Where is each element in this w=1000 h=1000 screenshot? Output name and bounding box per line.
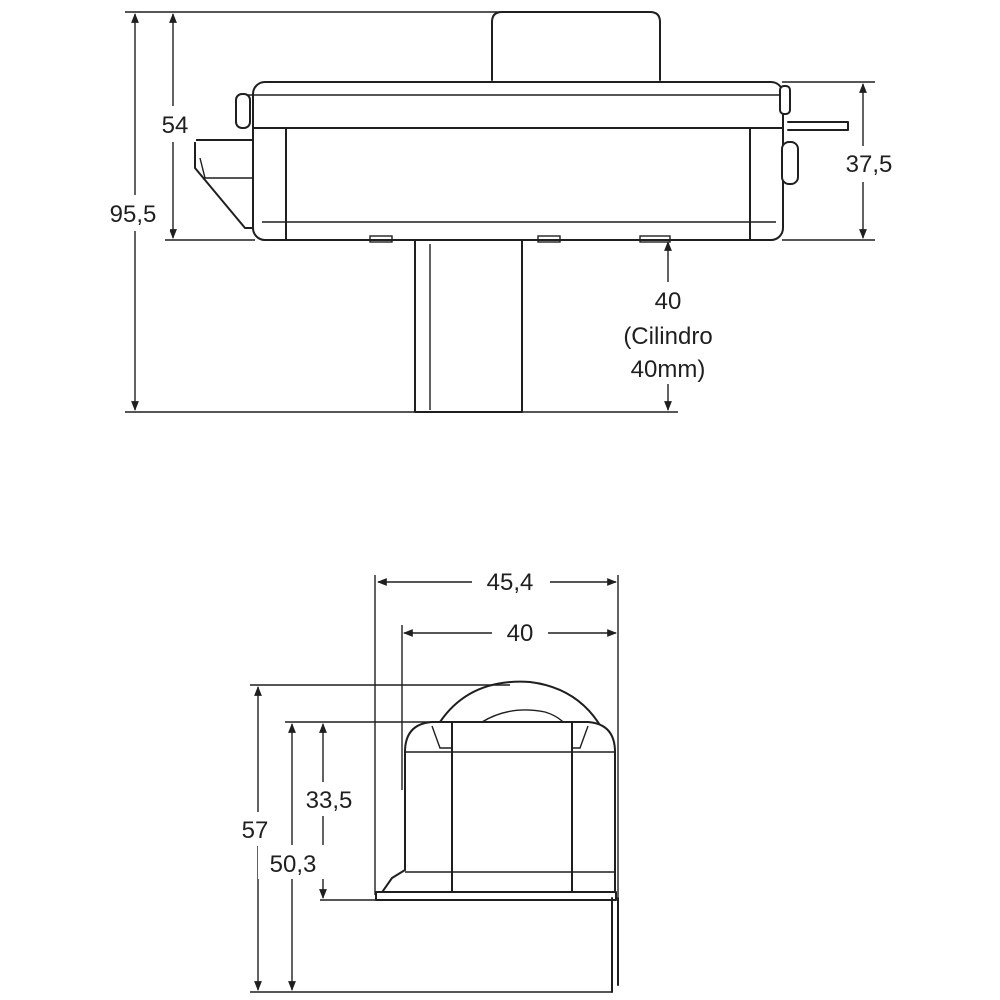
dim-label-57: 57 xyxy=(242,817,269,844)
dim-label-95-5: 95,5 xyxy=(110,201,157,228)
side-tab-shape xyxy=(787,121,849,131)
dim-label-45-4: 45,4 xyxy=(487,569,534,596)
dim-label-54: 54 xyxy=(162,112,189,139)
side-extension-lines xyxy=(250,575,619,993)
screw-head-right-shape xyxy=(781,141,799,185)
cylinder-shape xyxy=(414,239,523,413)
top-extension-lines xyxy=(125,11,875,413)
top-view: 54 95,5 37,5 40 (Cilindro 40mm) xyxy=(100,11,903,413)
dim-label-50-3: 50,3 xyxy=(270,851,317,878)
dim-label-cylinder-40: 40 xyxy=(655,288,682,315)
dim-label-37-5: 37,5 xyxy=(846,151,893,178)
screw-head-left-shape xyxy=(235,93,251,129)
dim-label-33-5: 33,5 xyxy=(306,787,353,814)
flange-shape xyxy=(611,897,619,993)
dim-label-cylinder-note-2: 40mm) xyxy=(631,356,706,383)
base-plate-shape xyxy=(375,891,617,901)
dim-label-40-width: 40 xyxy=(507,620,534,647)
screw-head-right-top-shape xyxy=(779,85,791,115)
dim-label-cylinder-note-1: (Cilindro xyxy=(623,323,712,350)
lock-body-shape xyxy=(248,81,788,243)
side-view: 45,4 40 57 50,3 33,5 xyxy=(230,564,619,993)
housing-shape xyxy=(377,721,616,899)
latch-bolt-shape xyxy=(194,139,256,229)
top-knob-shape xyxy=(491,11,661,81)
